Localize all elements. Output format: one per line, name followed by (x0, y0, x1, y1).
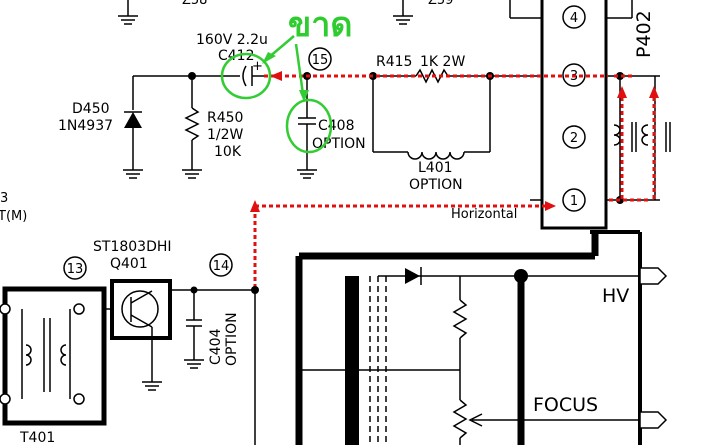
inductor-l401: L401 OPTION (372, 76, 491, 193)
ground-symbol-top-mid (393, 0, 413, 25)
resistor-r415: R415 1K 2W (369, 54, 494, 84)
focus-output-terminal: FOCUS (533, 394, 668, 429)
node-14-marker: 14 (209, 253, 233, 277)
svg-text:4: 4 (570, 11, 578, 26)
capacitor-c404: C404 OPTION (184, 286, 240, 369)
q401-part-label: ST1803DHI (93, 239, 172, 255)
node-13-marker: 13 (63, 256, 87, 280)
c408-note-label: OPTION (312, 136, 366, 152)
focus-label: FOCUS (533, 394, 598, 416)
svg-text:14: 14 (213, 259, 230, 274)
r450-value-label: 10K (214, 144, 242, 160)
hv-output-terminal: HV (602, 267, 668, 307)
r450-ref-label: R450 (207, 110, 243, 126)
c404-note-label: OPTION (224, 312, 240, 366)
svg-text:2: 2 (570, 131, 578, 146)
flyback-transformer (295, 230, 642, 445)
transistor-q401: ST1803DHI Q401 (93, 239, 172, 391)
partial-label-z58: Z58 (182, 0, 207, 8)
c412-value-label: 160V 2.2u (196, 32, 268, 48)
partial-label-3: 3 (0, 191, 8, 206)
ground-symbol-top-left (118, 0, 138, 25)
annotation-broken-marker: ขาด (220, 5, 352, 154)
svg-text:15: 15 (312, 53, 329, 68)
transformer-t401: T401 (0, 286, 107, 445)
wire-node-14 (251, 286, 259, 445)
r450-power-label: 1/2W (207, 127, 244, 143)
node-15-marker: 15 (308, 47, 332, 71)
l401-note-label: OPTION (409, 177, 463, 193)
connector-pin-1: 1 (562, 188, 586, 212)
d450-ref-label: D450 (72, 101, 110, 117)
capacitor-c408: C408 OPTION (297, 72, 366, 179)
c408-ref-label: C408 (318, 118, 355, 134)
t401-ref-label: T401 (19, 430, 55, 445)
diode-d450: D450 1N4937 (58, 76, 143, 179)
yoke-coil-right (606, 72, 671, 204)
r415-value-label: 1K 2W (420, 54, 465, 70)
c404-ref-label: C404 (208, 328, 224, 365)
hv-label: HV (602, 285, 629, 307)
connector-label: P402 (633, 10, 655, 58)
horizontal-signal-label: Horizontal (451, 207, 517, 222)
svg-text:1: 1 (570, 194, 578, 209)
l401-ref-label: L401 (418, 160, 453, 176)
connector-p402: 4 3 2 1 P402 (509, 0, 655, 230)
highlight-signal-path (250, 71, 659, 288)
connector-pin-2: 2 (562, 125, 586, 149)
svg-text:13: 13 (67, 262, 84, 277)
r415-ref-label: R415 (376, 54, 412, 70)
svg-text:+: + (252, 59, 263, 74)
q401-ref-label: Q401 (110, 256, 148, 272)
annotation-text: ขาด (288, 5, 352, 45)
connector-pin-4: 4 (562, 5, 586, 29)
d450-part-label: 1N4937 (58, 118, 113, 134)
resistor-r450: R450 1/2W 10K (182, 76, 244, 179)
partial-label-tm: T(M) (0, 209, 27, 224)
partial-label-z59: Z59 (428, 0, 453, 8)
